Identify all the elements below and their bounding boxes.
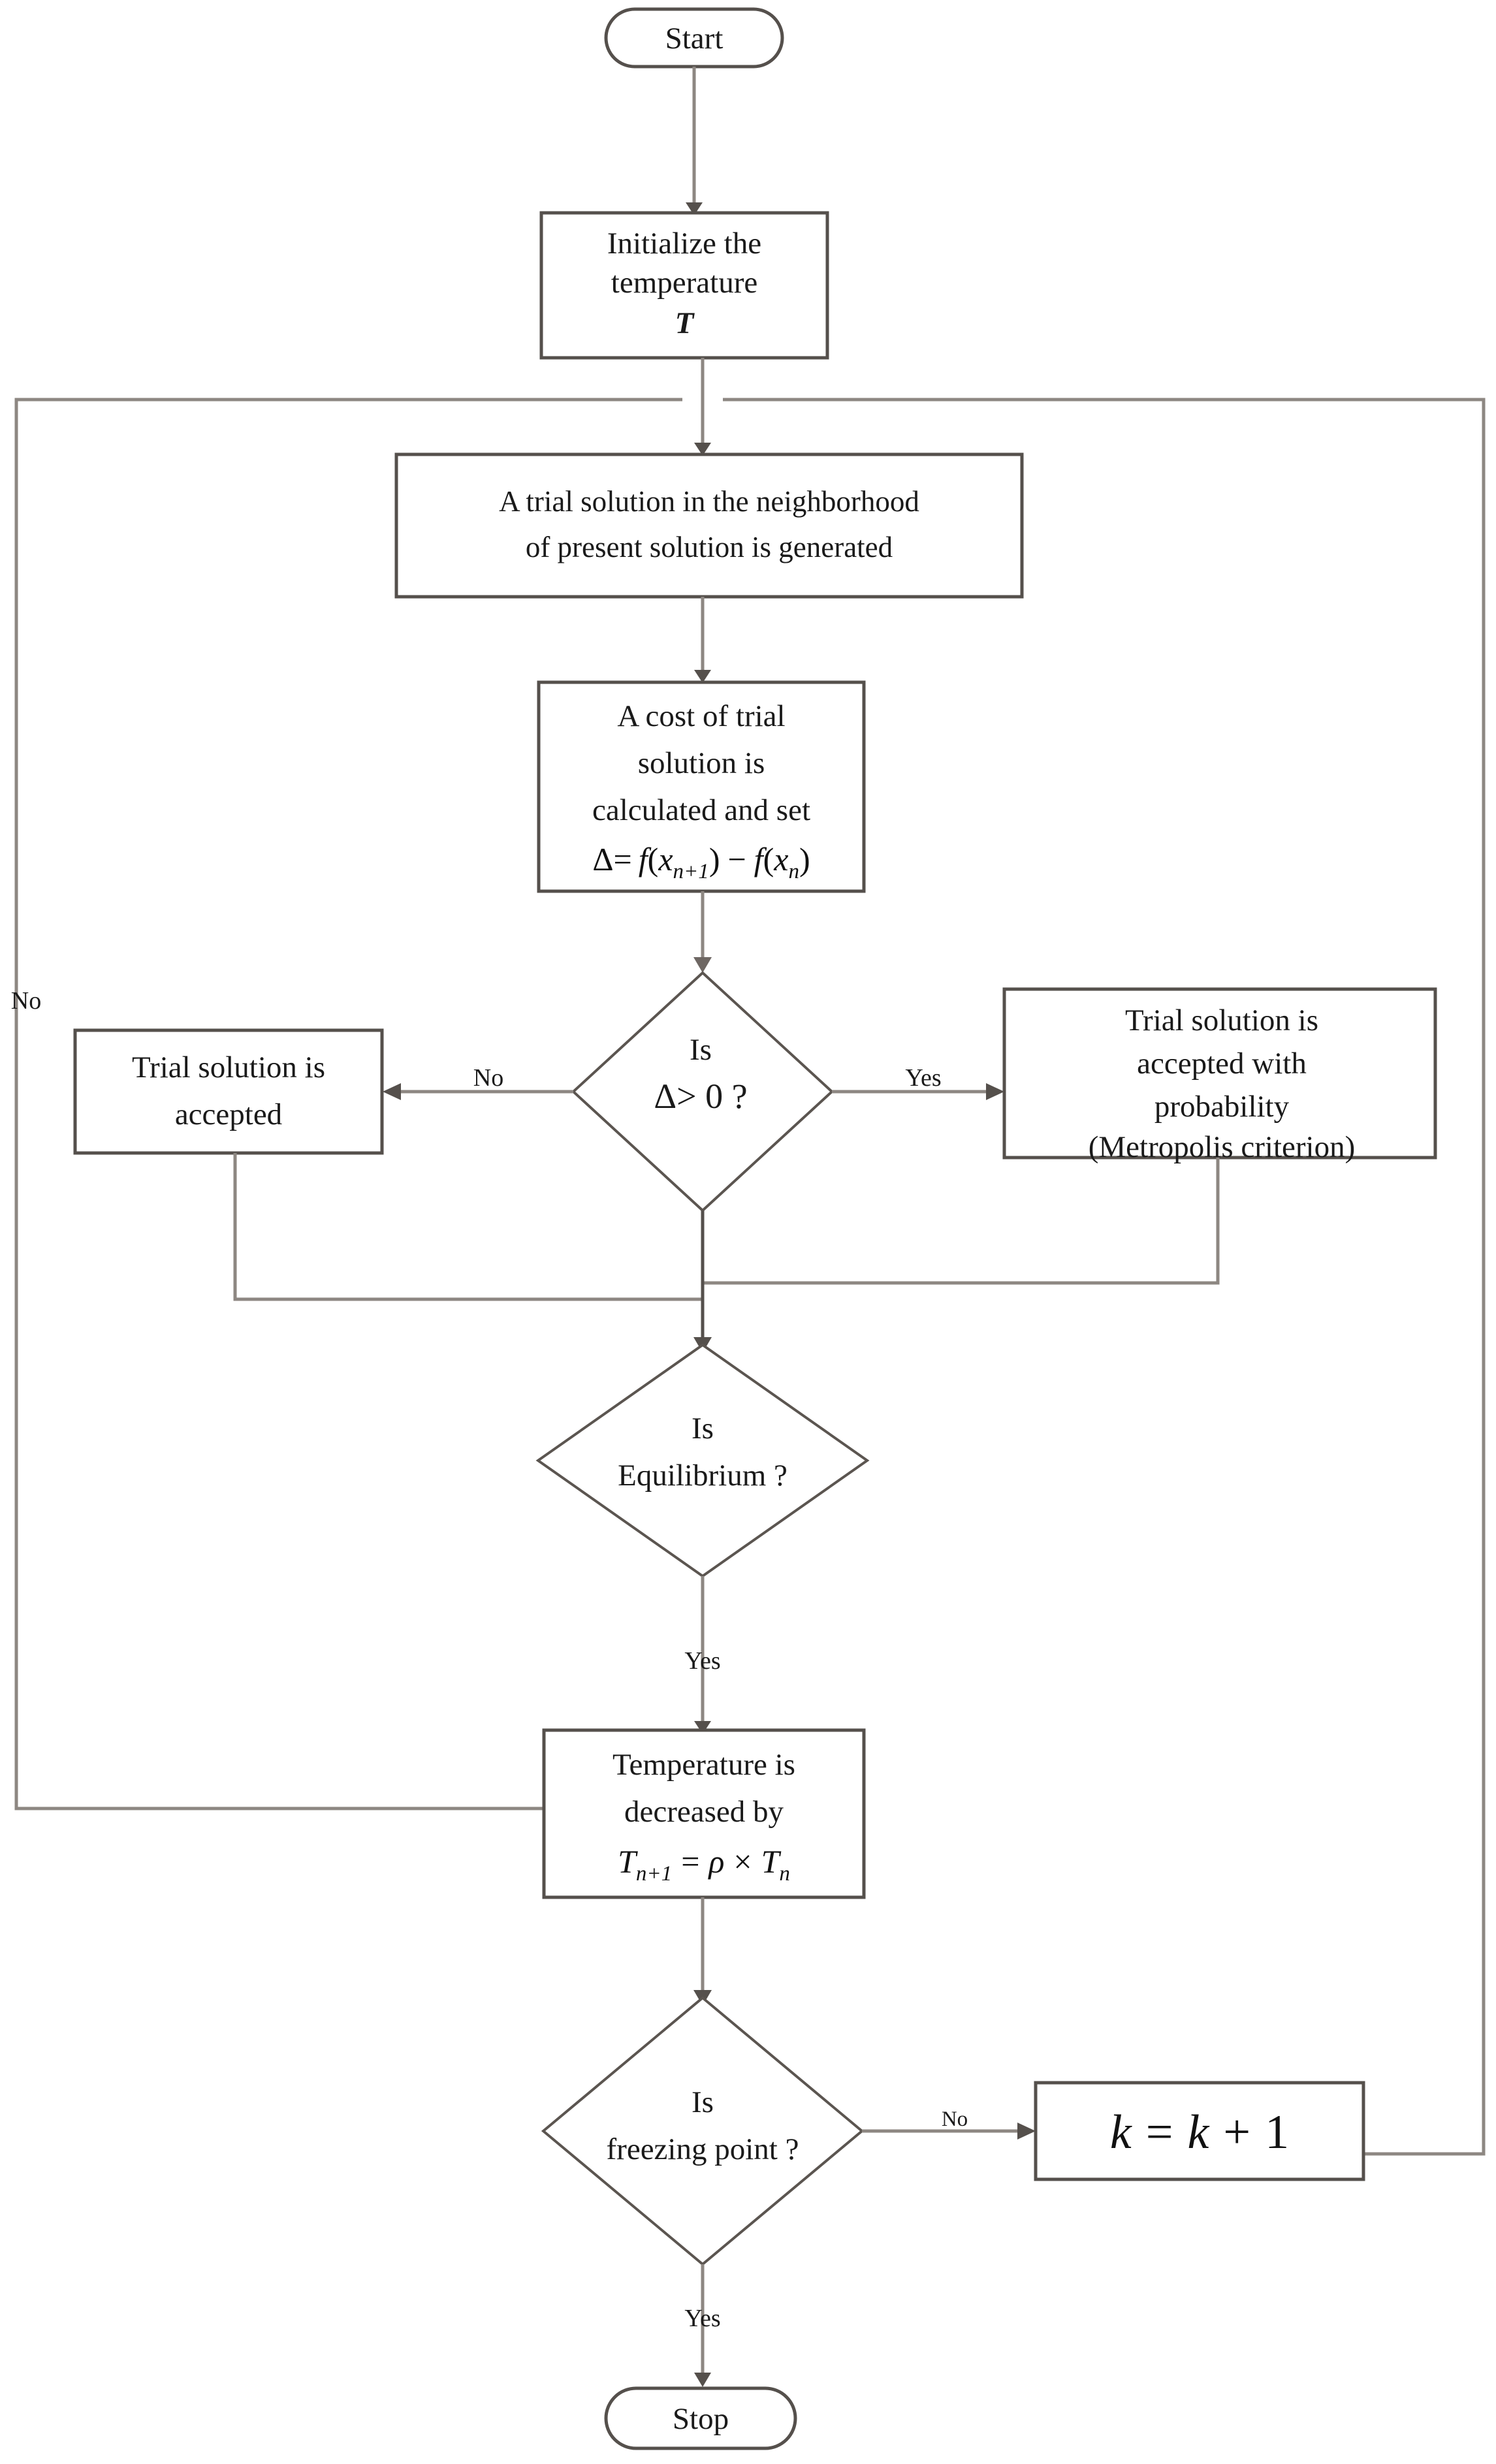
decision-freezing-line2: freezing point ? [607, 2132, 799, 2166]
edge-accepted-merge [233, 1153, 703, 1301]
cost-formula-close2: ) [799, 841, 810, 877]
trial-solution-node[interactable] [394, 452, 1024, 599]
cost-node[interactable] [537, 680, 866, 893]
edge-metropolis-merge [703, 1158, 1220, 1285]
initialize-line2: temperature [611, 266, 757, 300]
edge-label-delta-no: No [473, 1064, 503, 1092]
temp-formula-times: × [733, 1843, 752, 1880]
temperature-node[interactable] [542, 1728, 866, 1899]
cost-formula-x1: x [658, 841, 673, 877]
k-formula-plus: + [1223, 2106, 1250, 2159]
cost-formula-open2: ( [763, 841, 774, 877]
temp-formula-sub2: n [779, 1862, 790, 1886]
cost-formula-delta: Δ= [592, 841, 631, 877]
metropolis-line1: Trial solution is [1125, 1003, 1318, 1037]
k-formula-k1: k [1110, 2106, 1132, 2159]
arrowhead-trial [694, 443, 711, 456]
temp-formula-T1: T [618, 1843, 638, 1880]
temp-formula-eq: = [681, 1843, 699, 1880]
initialize-symbol: T [675, 306, 695, 340]
increment-k-node[interactable] [1034, 2081, 1365, 2181]
accepted-line2: accepted [175, 1098, 282, 1131]
start-label: Start [665, 22, 724, 55]
cost-formula-sub1: n+1 [673, 860, 709, 883]
arrowhead-accepted [383, 1083, 401, 1100]
accepted-node[interactable] [73, 1028, 384, 1155]
arrowhead-cost [694, 670, 711, 683]
cost-line1: A cost of trial [617, 699, 785, 733]
decision-delta-line1: Is [690, 1033, 712, 1067]
edge-label-freezing-yes: Yes [684, 2305, 720, 2332]
trial-solution-line2: of present solution is generated [526, 531, 893, 563]
decision-delta-line2: Δ> 0 ? [654, 1077, 747, 1116]
metropolis-line3: probability [1154, 1090, 1290, 1124]
trial-solution-line1: A trial solution in the neighborhood [499, 485, 919, 518]
metropolis-node[interactable] [1002, 987, 1437, 1160]
temp-formula-rho: ρ [707, 1843, 724, 1880]
temperature-line2: decreased by [624, 1795, 784, 1829]
decision-freezing-line1: Is [692, 2085, 714, 2119]
cost-formula-open1: ( [648, 841, 659, 877]
metropolis-line2: accepted with [1137, 1047, 1307, 1081]
temp-formula-T2: T [761, 1843, 782, 1880]
temp-formula-sub1: n+1 [636, 1862, 672, 1886]
cost-formula-x2: x [773, 841, 788, 877]
arrowhead-temperature [694, 1721, 711, 1734]
arrowhead-increment-k [1017, 2123, 1036, 2140]
increment-k-formula: k=k+1 [1110, 2106, 1289, 2159]
stop-label: Stop [673, 2402, 729, 2436]
arrowhead-metropolis [986, 1083, 1004, 1100]
cost-formula-sub2: n [788, 860, 799, 883]
decision-equilibrium-line2: Equilibrium ? [618, 1459, 788, 1493]
arrowhead-initialize [686, 202, 703, 215]
decision-equilibrium-line1: Is [692, 1412, 714, 1445]
k-formula-eq: = [1146, 2106, 1173, 2159]
edge-label-equilibrium-yes: Yes [684, 1647, 720, 1675]
temperature-line1: Temperature is [613, 1748, 795, 1782]
cost-line3: calculated and set [592, 793, 810, 827]
edge-label-freezing-no: No [942, 2108, 968, 2131]
cost-formula-minus: − [727, 841, 746, 877]
decision-freezing-node[interactable] [541, 1996, 865, 2266]
arrowhead-stop [694, 2373, 711, 2387]
edge-label-delta-yes: Yes [905, 1064, 941, 1092]
arrowhead-decision-delta [693, 957, 712, 973]
edge-label-equilibrium-no: No [11, 987, 41, 1015]
initialize-line1: Initialize the [607, 227, 761, 261]
k-formula-k2: k [1188, 2106, 1210, 2159]
initialize-node[interactable] [539, 211, 829, 360]
accepted-line1: Trial solution is [132, 1050, 325, 1084]
cost-formula-close1: ) [709, 841, 720, 877]
cost-formula: Δ=f(xn+1)−f(xn) [592, 841, 810, 883]
metropolis-line4: (Metropolis criterion) [1089, 1130, 1356, 1164]
stop-node[interactable] [604, 2386, 797, 2450]
temperature-formula: Tn+1=ρ×Tn [618, 1843, 790, 1886]
edge-temperature-to-trial-loop [14, 398, 682, 1810]
cost-line2: solution is [638, 746, 765, 780]
k-formula-one: 1 [1265, 2106, 1289, 2159]
